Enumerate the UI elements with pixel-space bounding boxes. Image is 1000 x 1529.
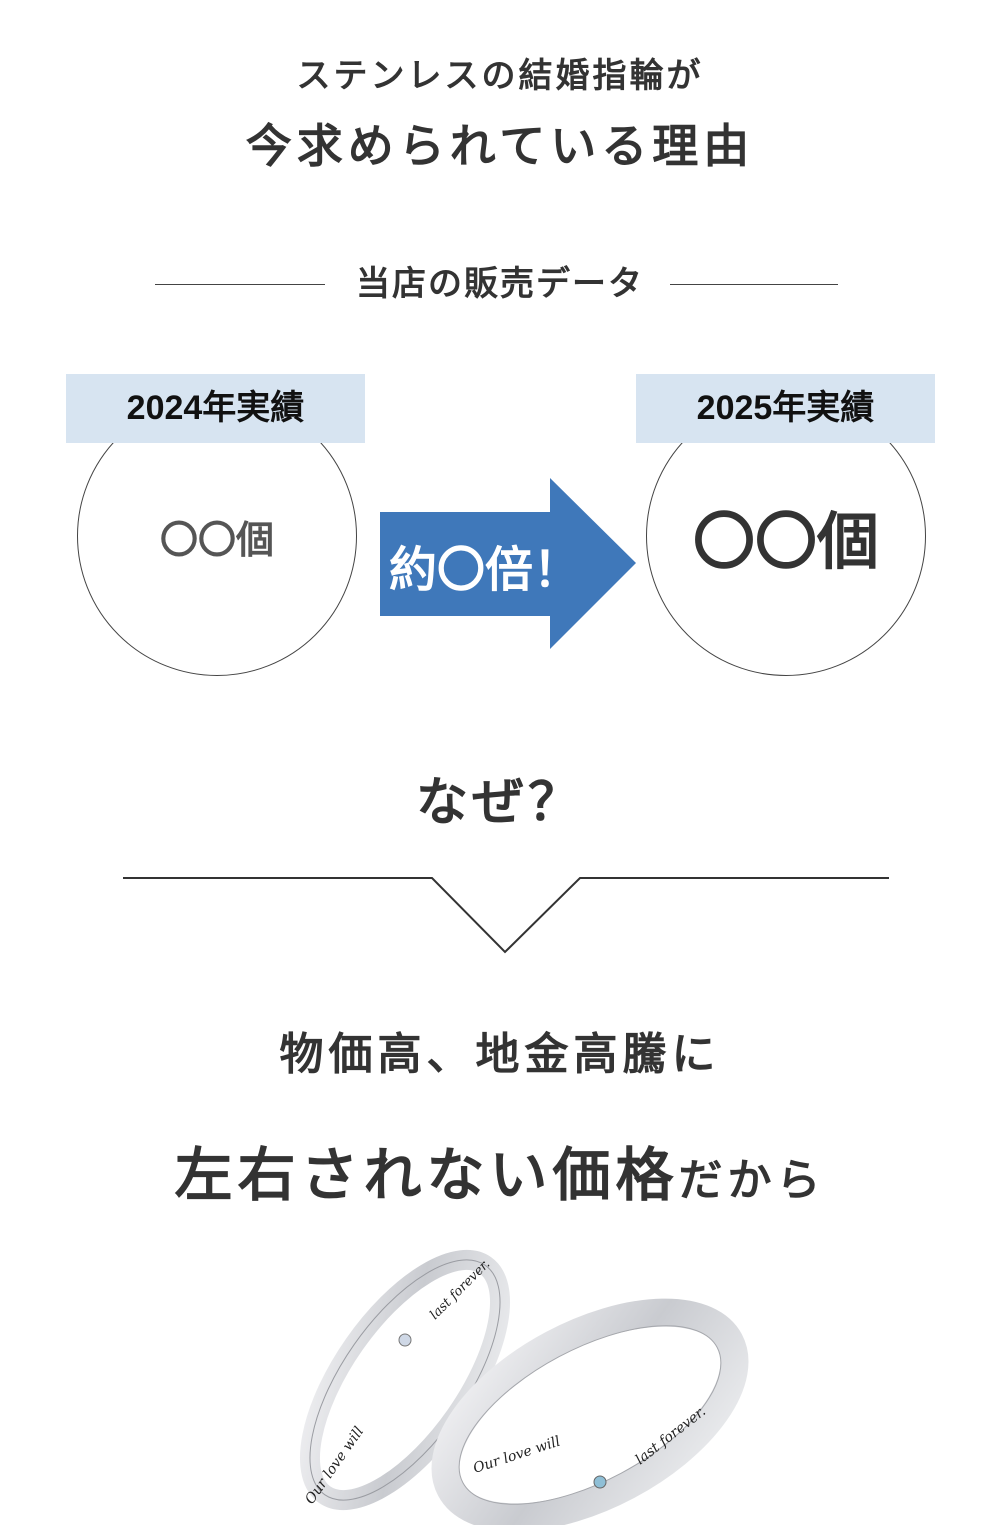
reason-main: 左右されない価格: [174, 1141, 679, 1209]
chevron-divider: [123, 877, 889, 954]
reason-line-1: 物価高、地金高騰に: [279, 1029, 721, 1080]
reason-line-2: 左右されない価格だから: [0, 1128, 1000, 1212]
clear-stone: [398, 1333, 412, 1347]
after-label: 2025年実績: [636, 374, 935, 443]
after-value: 〇〇個: [692, 505, 879, 578]
before-label: 2024年実績: [66, 374, 365, 443]
why-heading: なぜ？: [415, 773, 584, 833]
sales-data-heading: 当店の販売データ: [356, 264, 644, 304]
svg-text:Our love will: Our love will: [471, 1434, 562, 1477]
heading-rule-right: [670, 284, 838, 285]
before-value: 〇〇個: [159, 517, 274, 562]
heading-rule-left: [155, 284, 325, 285]
headline-line-1: ステンレスの結婚指輪が: [296, 56, 704, 96]
blue-stone: [593, 1475, 607, 1489]
headline-line-2: 今求められている理由: [245, 119, 755, 173]
stainless-rings-image: Our love will Our love will last forever…: [299, 1249, 749, 1525]
large-ring: [431, 1298, 749, 1525]
reason-tail: だから: [678, 1155, 826, 1206]
growth-arrow-icon: [380, 478, 636, 649]
growth-multiplier: 約〇倍！: [388, 542, 581, 598]
